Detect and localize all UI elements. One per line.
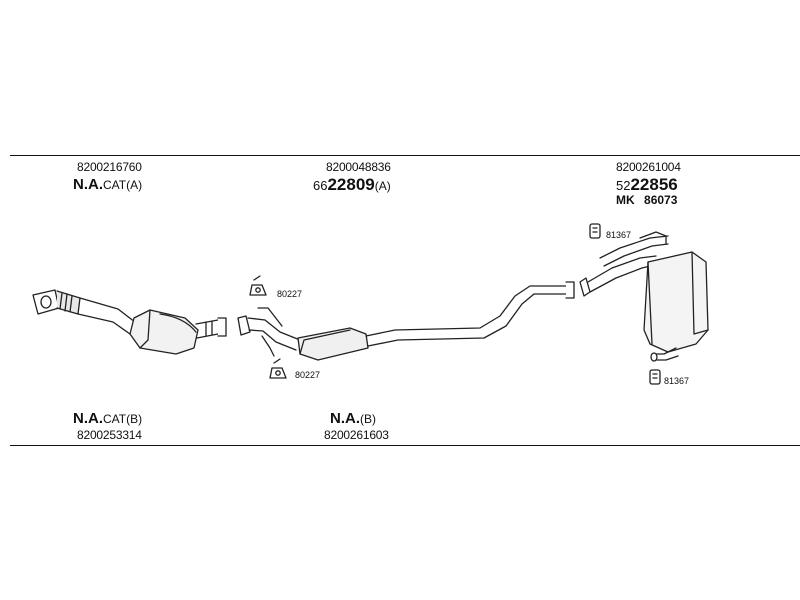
mid-pipe-name-suffix: (B)	[360, 412, 376, 426]
cat-b-name-bold: N.A.	[73, 410, 103, 427]
top-rule	[10, 155, 800, 156]
cat-b-part-number: 8200253314	[77, 428, 142, 442]
hanger-bottom-icon	[649, 369, 661, 385]
front-pipe-code-main: 22809	[327, 175, 375, 194]
mount-kit-number: 86073	[644, 193, 678, 207]
clamp-bottom-label: 80227	[295, 370, 321, 380]
catalyst-assembly	[32, 289, 227, 355]
front-pipe-code-suffix: (A)	[374, 179, 391, 193]
bottom-rule	[10, 445, 800, 446]
cat-a-part-number: 8200216760	[77, 160, 142, 174]
clamp-top-label: 80227	[277, 289, 303, 299]
hanger-top-icon	[589, 223, 601, 239]
rear-silencer-code-prefix: 52	[616, 178, 631, 193]
clamp-top-icon	[249, 275, 267, 296]
hanger-top-label: 81367	[606, 230, 632, 240]
mid-pipe-name-bold: N.A.	[330, 410, 360, 427]
mid-pipe-part-number: 8200261603	[324, 428, 389, 442]
hanger-bottom-label: 81367	[664, 376, 690, 386]
cat-b-name: N.A.CAT(B)	[73, 411, 142, 427]
front-pipe-part-number: 8200048836	[326, 160, 391, 174]
clamp-bottom-icon	[269, 358, 287, 379]
front-pipe-code: 6622809(A)	[313, 176, 391, 194]
rear-silencer-code: 5222856	[616, 176, 678, 194]
mount-kit: MK 86073	[616, 194, 677, 206]
cat-a-name-bold: N.A.	[73, 176, 103, 193]
rear-silencer-assembly	[579, 231, 709, 362]
cat-b-name-suffix: CAT(B)	[103, 412, 143, 426]
cat-a-name: N.A.CAT(A)	[73, 177, 142, 193]
mid-pipe-name: N.A.(B)	[330, 411, 376, 427]
rear-silencer-part-number: 8200261004	[616, 160, 681, 174]
front-pipe-assembly	[237, 281, 575, 361]
mount-kit-label: MK	[616, 193, 635, 207]
front-pipe-code-prefix: 66	[313, 178, 328, 193]
rear-silencer-code-main: 22856	[630, 175, 678, 194]
cat-a-name-suffix: CAT(A)	[103, 178, 143, 192]
